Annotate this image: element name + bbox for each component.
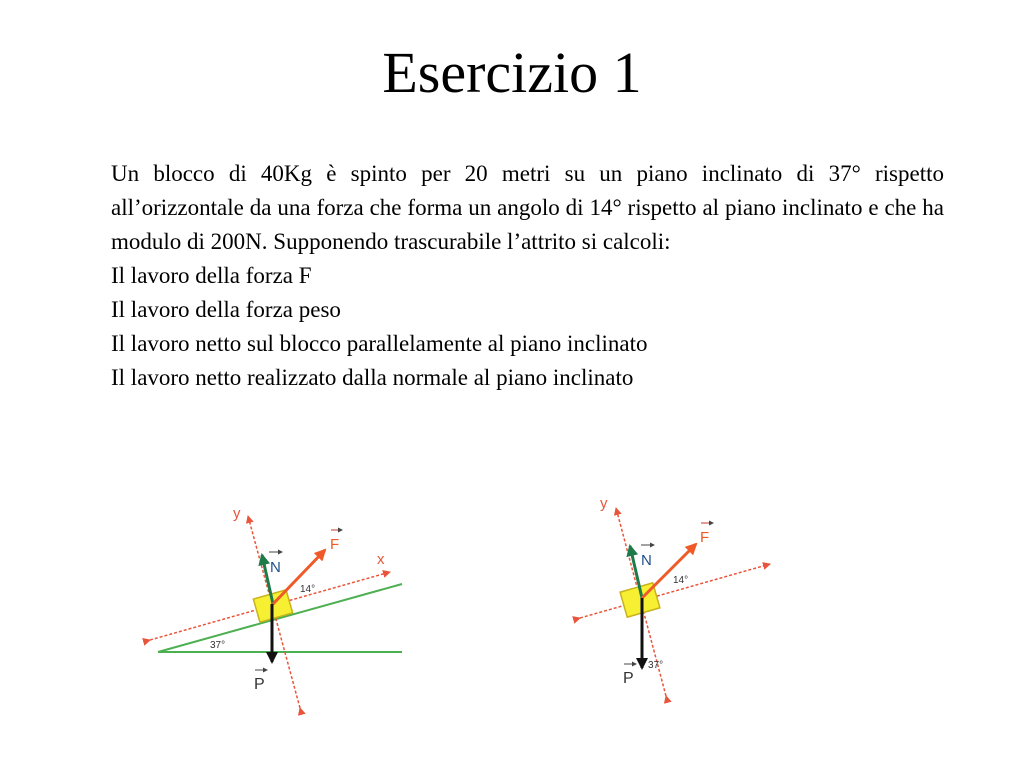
- question-2: Il lavoro della forza peso: [111, 297, 341, 322]
- normal-vector-right: [626, 544, 644, 599]
- question-3: Il lavoro netto sul blocco parallelament…: [111, 331, 648, 356]
- force-angle-label: 14°: [300, 584, 315, 595]
- weight-label-right: P: [623, 670, 634, 687]
- weight-label: P: [254, 676, 265, 693]
- normal-label-right: N: [641, 552, 652, 569]
- x-axis-right: [572, 562, 771, 624]
- x-axis-label: x: [377, 551, 385, 568]
- force-vector-right: [640, 542, 698, 600]
- question-4: Il lavoro netto realizzato dalla normale…: [111, 365, 634, 390]
- diagram-right: y N F 14° 37° P: [572, 495, 771, 704]
- normal-vector: [258, 553, 275, 605]
- force-label: F: [330, 536, 339, 553]
- force-vector: [271, 548, 327, 606]
- x-axis: [142, 570, 391, 646]
- normal-label: N: [270, 559, 281, 576]
- slide-title: Esercizio 1: [382, 40, 642, 105]
- incline-angle-label: 37°: [210, 640, 225, 651]
- diagram-left: y x N F 14° 37° P: [142, 505, 403, 716]
- weight-angle-label-right: 37°: [648, 660, 663, 671]
- force-label-right: F: [700, 529, 709, 546]
- force-angle-label-right: 14°: [673, 575, 688, 586]
- question-1: Il lavoro della forza F: [111, 263, 312, 288]
- problem-statement: Un blocco di 40Kg è spinto per 20 metri …: [111, 161, 944, 254]
- problem-text: Un blocco di 40Kg è spinto per 20 metri …: [111, 157, 944, 395]
- y-axis-label: y: [233, 505, 241, 522]
- y-axis-label-right: y: [600, 495, 608, 512]
- y-axis: [245, 515, 306, 716]
